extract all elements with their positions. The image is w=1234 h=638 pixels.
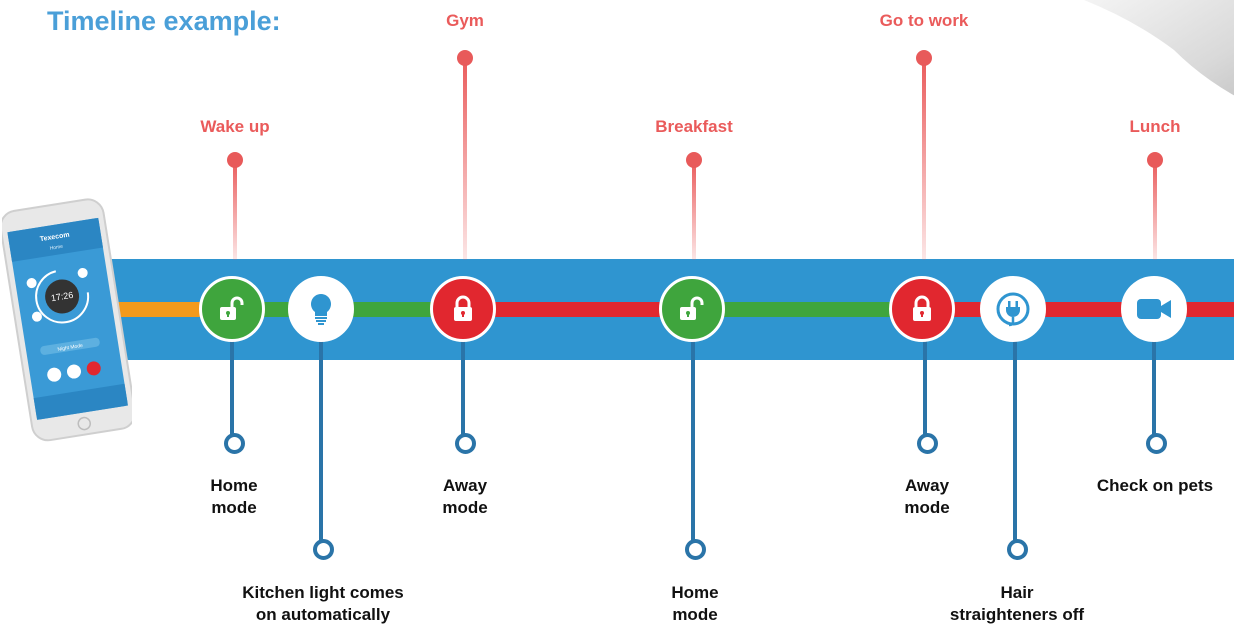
phone-brand: Texecom	[39, 232, 70, 244]
phone-time: 17:26	[50, 290, 74, 303]
connector-ring	[455, 433, 476, 454]
unlock-icon	[220, 296, 244, 320]
connector-stem	[461, 340, 465, 440]
page-title: Timeline example:	[47, 6, 281, 36]
timeline-segment-red	[460, 302, 692, 317]
event-stem-go-to-work	[922, 58, 926, 260]
connector-stem	[1152, 340, 1156, 440]
connector-stem	[691, 340, 695, 546]
plug-icon	[996, 292, 1030, 327]
video-camera-icon	[1137, 299, 1171, 319]
connector-ring	[224, 433, 245, 454]
timeline-segment-red	[922, 302, 1234, 317]
phone-screen-title: Home	[49, 244, 63, 252]
node-away-mode	[889, 276, 955, 342]
connector-stem	[923, 340, 927, 440]
event-label-breakfast: Breakfast	[655, 117, 733, 136]
unlock-icon	[680, 296, 704, 320]
connector-ring	[1007, 539, 1028, 560]
event-label-go-to-work: Go to work	[879, 11, 969, 30]
event-label-gym: Gym	[446, 11, 484, 30]
event-stem-breakfast	[692, 160, 696, 260]
lightbulb-icon	[311, 294, 331, 325]
event-stem-gym	[463, 58, 467, 260]
connector-stem	[1013, 340, 1017, 546]
event-label-wake-up: Wake up	[200, 117, 270, 136]
node-home-mode	[659, 276, 725, 342]
node-away-mode	[430, 276, 496, 342]
phone-mode-button: Night Mode	[57, 343, 83, 353]
connector-ring	[1146, 433, 1167, 454]
event-label-lunch: Lunch	[1129, 117, 1181, 136]
event-dot	[1147, 152, 1163, 168]
timeline-segment-green	[692, 302, 922, 317]
event-dot	[916, 50, 932, 66]
lock-icon	[454, 295, 472, 321]
connector-stem	[319, 340, 323, 546]
smartphone-image: Texecom Home 17:26 Night Mode	[2, 198, 132, 442]
connector-stem	[230, 340, 234, 440]
node-check-on-pets	[1121, 276, 1187, 342]
node-home-mode	[199, 276, 265, 342]
connector-ring	[313, 539, 334, 560]
label-text: Check on pets	[1096, 476, 1214, 495]
event-stem-lunch	[1153, 160, 1157, 260]
event-dot	[457, 50, 473, 66]
label-check-on-pets: Check on pets	[1097, 475, 1213, 497]
lock-icon	[913, 295, 931, 321]
page-curl-decoration	[1084, 0, 1234, 96]
event-dot	[686, 152, 702, 168]
event-dot	[227, 152, 243, 168]
connector-ring	[917, 433, 938, 454]
node-kitchen-light	[288, 276, 354, 342]
node-hair-straighteners	[980, 276, 1046, 342]
connector-ring	[685, 539, 706, 560]
event-stem-wake-up	[233, 160, 237, 260]
